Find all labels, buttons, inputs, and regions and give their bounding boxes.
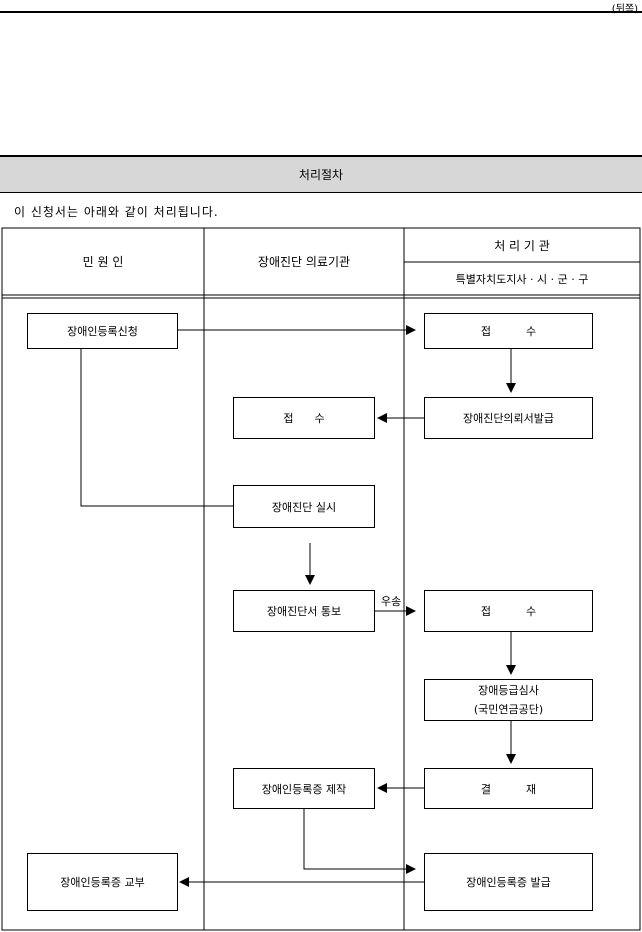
step-receive-2: 접 수 bbox=[424, 590, 593, 632]
table-frame bbox=[1, 227, 641, 931]
column-header-processing-label: 처 리 기 관 bbox=[494, 238, 550, 253]
step-grade-review-label: 장애등급심사 bbox=[478, 684, 539, 697]
step-medical-receive: 접 수 bbox=[233, 397, 375, 439]
step-apply-label: 장애인등록신청 bbox=[67, 325, 138, 338]
step-receive-1: 접 수 bbox=[424, 313, 593, 349]
step-card-make-label: 장애인등록증 제작 bbox=[261, 782, 347, 796]
step-diagnosis: 장애진단 실시 bbox=[233, 485, 375, 528]
step-card-issue: 장애인등록증 발급 bbox=[424, 853, 593, 911]
step-card-issue-label: 장애인등록증 발급 bbox=[466, 876, 551, 889]
step-medical-receive-label: 접 수 bbox=[283, 412, 325, 425]
step-receive-2-label: 접 수 bbox=[480, 605, 537, 618]
column-header-medical: 장애진단 의료기관 bbox=[204, 228, 404, 295]
step-notify: 장애진단서 통보 bbox=[233, 590, 375, 632]
column-header-applicant-label: 민 원 인 bbox=[82, 255, 124, 269]
column-header-processing: 처 리 기 관 bbox=[404, 228, 640, 262]
column-header-medical-label: 장애진단 의료기관 bbox=[257, 255, 351, 269]
procedure-title-bar: 처리절차 bbox=[0, 155, 642, 193]
step-receive-1-label: 접 수 bbox=[480, 325, 537, 338]
step-notify-label: 장애진단서 통보 bbox=[266, 605, 342, 618]
line-card-make-to-issue bbox=[303, 808, 416, 874]
procedure-title: 처리절차 bbox=[298, 168, 344, 182]
step-approval: 결 재 bbox=[424, 768, 593, 809]
step-diagnosis-label: 장애진단 실시 bbox=[271, 500, 337, 514]
processing-notice: 이 신청서는 아래와 같이 처리됩니다. bbox=[14, 205, 219, 219]
step-request-issue-label: 장애진단의뢰서발급 bbox=[462, 412, 555, 425]
step-card-make: 장애인등록증 제작 bbox=[233, 768, 375, 809]
step-apply: 장애인등록신청 bbox=[27, 313, 178, 349]
page-side-note: (뒤쪽) bbox=[611, 4, 638, 15]
step-grade-review: 장애등급심사 (국민연금공단) bbox=[424, 679, 593, 721]
column-subheader-processing-label: 특별자치도지사 · 시 · 군 · 구 bbox=[455, 272, 589, 286]
mail-label: 우송 bbox=[381, 595, 402, 608]
step-card-deliver: 장애인등록증 교부 bbox=[27, 853, 178, 911]
column-subheader-processing: 특별자치도지사 · 시 · 군 · 구 bbox=[404, 262, 640, 295]
step-card-deliver-label: 장애인등록증 교부 bbox=[60, 876, 145, 889]
top-rule bbox=[0, 11, 642, 13]
column-header-applicant: 민 원 인 bbox=[2, 228, 204, 295]
step-request-issue: 장애진단의뢰서발급 bbox=[424, 397, 593, 439]
step-approval-label: 결 재 bbox=[480, 782, 537, 796]
step-grade-review-sublabel: (국민연금공단) bbox=[473, 703, 544, 716]
line-apply-to-diagnosis bbox=[80, 349, 233, 507]
